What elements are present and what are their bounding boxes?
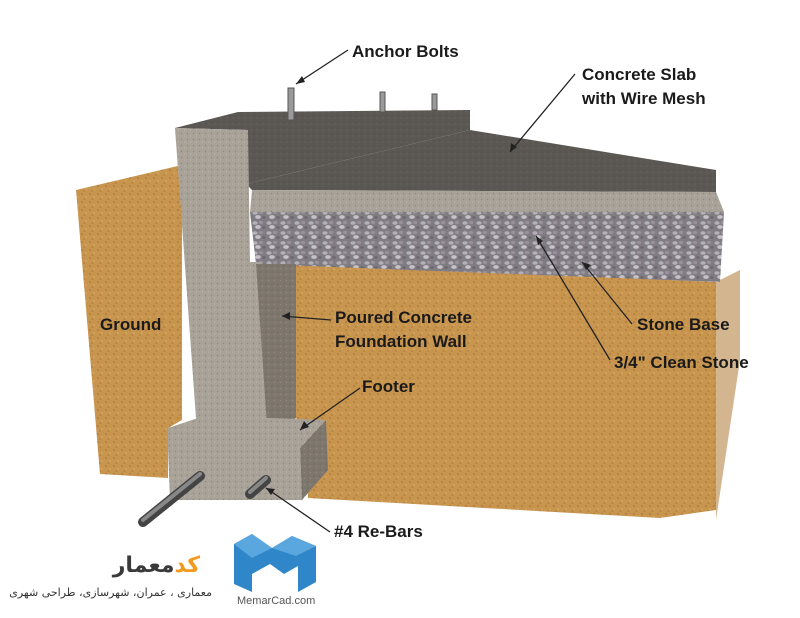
label-poured-wall-1: Poured Concrete [335, 308, 472, 327]
foundation-wall-side [256, 264, 296, 440]
logo-brand-dark: معمار [112, 553, 175, 578]
label-rebars: #4 Re-Bars [334, 522, 423, 541]
memarcad-logo: MemarCad.com کدمعمار معماری ، عمران، شهر… [9, 534, 316, 607]
logo-brand-accent: کد [174, 553, 200, 578]
label-ground: Ground [100, 315, 161, 334]
anchor-bolt-3 [431, 93, 438, 111]
label-anchor-bolts: Anchor Bolts [352, 42, 459, 61]
gravel-layer [250, 212, 724, 282]
concrete-slab-edge [250, 190, 724, 212]
leader-lines [265, 49, 633, 533]
logo-url: MemarCad.com [237, 595, 315, 607]
ground-soil [76, 165, 740, 520]
logo-brand: کدمعمار [112, 553, 200, 578]
label-concrete-slab-1: Concrete Slab [582, 65, 696, 84]
label-poured-wall-2: Foundation Wall [335, 332, 467, 351]
label-clean-stone: 3/4" Clean Stone [614, 353, 749, 372]
anchor-bolt-2 [379, 91, 386, 113]
anchor-bolt-1 [287, 87, 295, 121]
foundation-wall-face [175, 128, 268, 446]
rebar-right [245, 475, 271, 499]
footer-front [168, 448, 302, 500]
footer-top [168, 418, 326, 448]
label-stone-base: Stone Base [637, 315, 730, 334]
label-footer: Footer [362, 377, 415, 396]
rebar-left [138, 471, 205, 527]
leader-arrowheads [266, 76, 591, 495]
wall-top [175, 110, 470, 184]
concrete-slab-top [246, 130, 716, 192]
label-concrete-slab-2: with Wire Mesh [581, 89, 706, 108]
footer-side [300, 420, 328, 500]
logo-tagline: معماری ، عمران، شهرسازی، طراحی شهری [9, 586, 212, 599]
